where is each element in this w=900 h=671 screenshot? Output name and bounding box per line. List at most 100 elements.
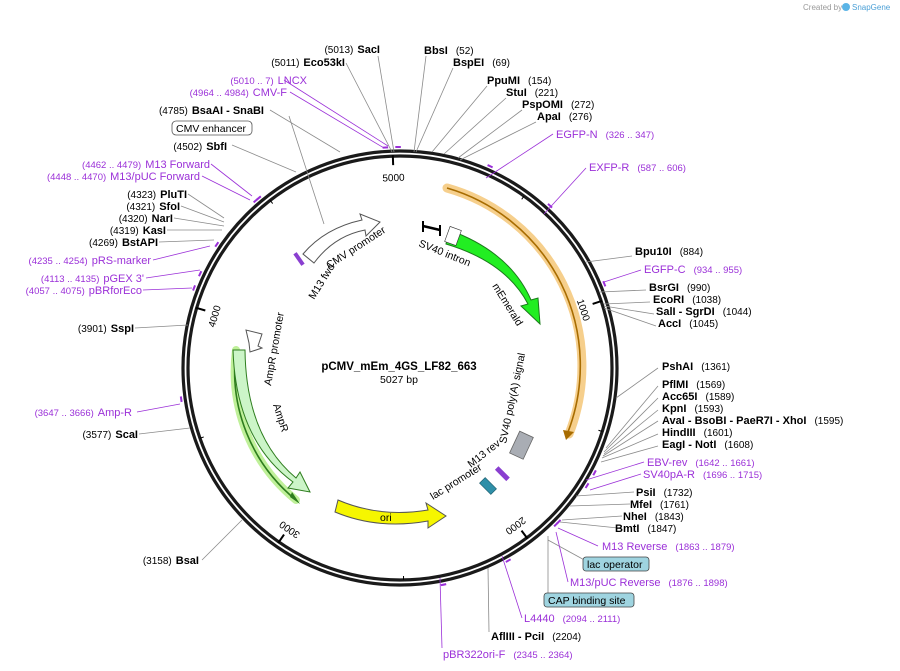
leader-sspi bbox=[134, 324, 189, 329]
primer-m13-forward: (4462 .. 4479)M13 Forward bbox=[82, 159, 210, 171]
primer-l4440: L4440(2094 .. 2111) bbox=[524, 613, 620, 625]
leader-pflmi bbox=[605, 385, 659, 449]
ori-arrow bbox=[334, 499, 447, 529]
leader-saci bbox=[377, 55, 395, 153]
leader-bpu10i bbox=[585, 255, 633, 263]
site-pspomi: PspOMI(272) bbox=[522, 99, 594, 111]
leader-egfp-n bbox=[485, 133, 554, 179]
cmv-enhancer-label: CMV enhancer bbox=[176, 123, 247, 135]
primer-lncx: (5010 .. 7)LNCX bbox=[230, 75, 307, 87]
leader-m13puc-forward bbox=[201, 175, 251, 201]
primer-pbr322ori-f: pBR322ori-F(2345 .. 2364) bbox=[443, 649, 573, 661]
leader-scai bbox=[138, 427, 191, 435]
tick-mark bbox=[520, 530, 529, 540]
cmv-enhancer-box bbox=[171, 120, 253, 136]
snapgene-product-label: SnapGene bbox=[852, 3, 891, 12]
cap-binding-site-box bbox=[543, 592, 635, 608]
site-scai: (3577)ScaI bbox=[82, 429, 138, 441]
leader-pbrforeco bbox=[142, 287, 193, 291]
primer-mark bbox=[198, 270, 203, 277]
leader-nari bbox=[173, 217, 225, 227]
primer-mark bbox=[440, 583, 447, 587]
site-apai: ApaI(276) bbox=[537, 111, 592, 123]
primer-m13puc-reverse: M13/pUC Reverse(1876 .. 1898) bbox=[570, 577, 728, 589]
ampr-promoter-label: AmpR promoter bbox=[262, 311, 287, 387]
site-mfei: MfeI(1761) bbox=[630, 499, 689, 511]
primer-mark bbox=[553, 521, 559, 528]
primer-mark bbox=[179, 396, 183, 403]
leader-amp-r bbox=[136, 403, 181, 413]
plasmid-size: 5027 bp bbox=[380, 374, 418, 386]
site-sbfi: (4502)SbfI bbox=[173, 141, 227, 153]
primer-m13-reverse: M13 Reverse(1863 .. 1879) bbox=[602, 541, 735, 553]
lac-operator-box bbox=[582, 556, 650, 572]
boxed-features: CMV enhancer lac operator CAP binding si… bbox=[171, 120, 650, 608]
primer-mark bbox=[592, 469, 597, 476]
primer-egfp-c: EGFP-C(934 .. 955) bbox=[644, 264, 742, 276]
primer-mark bbox=[487, 164, 494, 169]
ampr-arrow bbox=[232, 349, 311, 493]
leader-afliii bbox=[487, 567, 490, 633]
site-eco53ki: (5011)Eco53kI bbox=[271, 57, 345, 69]
cmv-promoter-arrow bbox=[302, 213, 381, 264]
primer-mark bbox=[192, 284, 196, 291]
leader-pshai bbox=[615, 367, 659, 399]
ampr-label: AmpR bbox=[270, 402, 291, 434]
memerald-arrow bbox=[445, 229, 541, 326]
ampr-promoter-arrow bbox=[245, 329, 264, 353]
primer-prs-marker: (4235 .. 4254)pRS-marker bbox=[29, 255, 152, 267]
cap-binding-site-label: CAP binding site bbox=[548, 595, 626, 607]
site-bbsi: BbsI(52) bbox=[424, 45, 474, 57]
site-bsai: (3158)BsaI bbox=[143, 555, 199, 567]
tick-label: 5000 bbox=[382, 173, 405, 185]
leader-sv40pa-r bbox=[589, 473, 642, 491]
site-nhei: NheI(1843) bbox=[623, 511, 684, 523]
primer-mark bbox=[547, 203, 553, 209]
leader-avai bbox=[602, 420, 659, 457]
primer-exfp-r: EXFP-R(587 .. 606) bbox=[589, 162, 686, 174]
m13-rev-mark bbox=[494, 466, 510, 482]
sv40-polya-block bbox=[509, 430, 534, 460]
orf-highlight bbox=[442, 183, 587, 440]
site-ecori: EcoRI(1038) bbox=[653, 294, 721, 306]
sv40-polya-label: SV40 poly(A) signal bbox=[497, 352, 528, 445]
primer-mark bbox=[253, 198, 259, 204]
leader-bsai bbox=[201, 519, 243, 561]
backbone-outer-ring bbox=[181, 149, 619, 587]
primer-amp-r: (3647 .. 3666)Amp-R bbox=[35, 407, 132, 419]
m13-fwd-label: M13 fwd bbox=[306, 261, 337, 301]
leader-hindiii bbox=[601, 433, 659, 459]
leader-l4440 bbox=[501, 555, 523, 619]
m13-fwd-mark bbox=[293, 252, 305, 266]
leader-ppumi bbox=[431, 85, 488, 153]
site-psii: PsiI(1732) bbox=[636, 487, 692, 499]
site-bspei: BspEI(69) bbox=[453, 57, 510, 69]
leader-eagi bbox=[600, 445, 659, 463]
leader-m13puc-reverse bbox=[555, 531, 569, 583]
tick-mark bbox=[277, 534, 285, 544]
leader-sfoi bbox=[180, 205, 225, 223]
leader-pgex3 bbox=[145, 269, 201, 279]
primer-sv40pa-r: SV40pA-R(1696 .. 1715) bbox=[643, 469, 762, 481]
leader-ebv-rev bbox=[585, 461, 645, 481]
minor-tick-mark bbox=[199, 436, 204, 439]
leader-m13-forward bbox=[210, 163, 253, 197]
leader-pspomi bbox=[457, 109, 523, 159]
sv40-intron-bar bbox=[422, 224, 441, 232]
lac-promoter-label: lac promoter bbox=[428, 461, 484, 502]
site-stui: StuI(221) bbox=[506, 87, 558, 99]
leader-m13-reverse bbox=[557, 527, 599, 547]
snapgene-branding: Created by SnapGene bbox=[803, 3, 891, 12]
primer-marks bbox=[179, 146, 607, 587]
primer-pbrforeco: (4057 .. 4075)pBRforEco bbox=[26, 285, 142, 297]
site-nari: (4320)NarI bbox=[119, 213, 173, 225]
primer-mark bbox=[214, 241, 220, 248]
primer-mark bbox=[584, 482, 590, 489]
restriction-sites: (5013)SacI (5011)Eco53kI (4785)BsaAI - S… bbox=[78, 44, 844, 643]
leader-prs-marker bbox=[152, 245, 211, 261]
leader-sali bbox=[603, 305, 655, 315]
primer-egfp-n: EGFP-N(326 .. 347) bbox=[556, 129, 654, 141]
leader-bmti bbox=[559, 521, 619, 529]
leader-bsrgi bbox=[599, 289, 647, 293]
leader-pbr322ori-f bbox=[439, 577, 443, 649]
